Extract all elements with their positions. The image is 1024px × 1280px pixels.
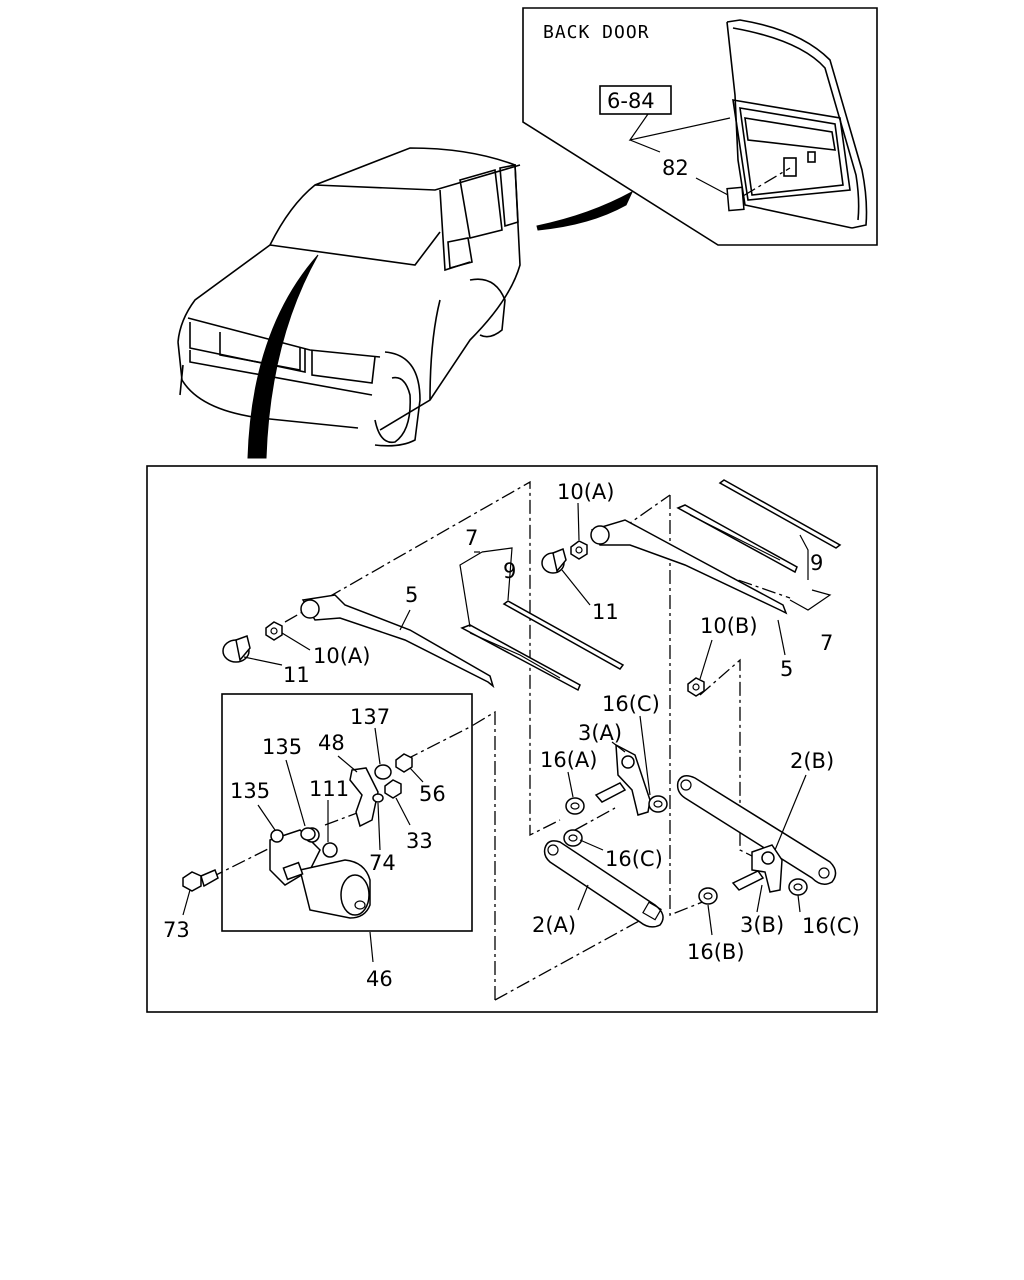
pointer-arrow-back-door [536, 190, 634, 231]
leader-lines [182, 502, 832, 963]
bushing-137 [374, 764, 392, 780]
callout-135-upper: 135 [262, 735, 302, 759]
washer-74 [372, 793, 384, 803]
label-plate [726, 186, 745, 212]
callout-5-left: 5 [405, 583, 418, 607]
nut-10a-right [570, 540, 588, 560]
pivot-3b [731, 844, 783, 893]
pivot-3a [594, 743, 651, 816]
callout-16c-top: 16(C) [602, 692, 660, 716]
wiper-arm-left [300, 594, 495, 689]
callout-73: 73 [163, 918, 190, 942]
callout-10a-top: 10(A) [557, 480, 614, 504]
wiper-assembly-box [146, 465, 878, 1013]
callout-9-right: 9 [810, 551, 823, 575]
callout-7-left: 7 [465, 526, 478, 550]
callout-10a-left: 10(A) [313, 644, 370, 668]
nut-33 [384, 779, 402, 799]
callout-111: 111 [309, 777, 349, 801]
crank-arm-48 [349, 767, 379, 828]
callout-16c-right: 16(C) [802, 914, 860, 938]
bolt-73 [182, 869, 219, 892]
callout-11-right: 11 [592, 600, 619, 624]
callout-33: 33 [406, 829, 433, 853]
callout-16a: 16(A) [540, 748, 597, 772]
back-door-inset: BACK DOOR 6-84 82 [522, 7, 878, 246]
cap-right [541, 547, 567, 574]
callout-11-left: 11 [283, 663, 310, 687]
callout-74: 74 [369, 851, 396, 875]
cap-left [222, 635, 251, 663]
washer-16c-mid [563, 829, 583, 847]
washer-16c-top [648, 795, 668, 813]
nut-10b [687, 677, 705, 697]
wiper-motor [269, 827, 371, 919]
callout-16b: 16(B) [687, 940, 745, 964]
callout-2a: 2(A) [532, 913, 576, 937]
wiper-blade-left [460, 624, 581, 692]
wiper-arm-right [590, 519, 788, 615]
callout-3b: 3(B) [740, 913, 784, 937]
callout-48: 48 [318, 731, 345, 755]
bushing-16a [565, 797, 585, 815]
callout-137: 137 [350, 705, 390, 729]
ref-label: 6-84 [607, 89, 655, 113]
back-door-title: BACK DOOR [543, 22, 650, 43]
callout-82: 82 [662, 156, 689, 180]
callout-9-left: 9 [503, 559, 516, 583]
bushing-16b [698, 887, 718, 905]
link-rod-2b [676, 775, 837, 885]
callout-56: 56 [419, 782, 446, 806]
callout-135-lower: 135 [230, 779, 270, 803]
vehicle-illustration [177, 147, 521, 447]
callout-7-right: 7 [820, 631, 833, 655]
nut-10a-left [265, 621, 283, 641]
callout-10b: 10(B) [700, 614, 758, 638]
callout-5-right: 5 [780, 657, 793, 681]
callout-46: 46 [366, 967, 393, 991]
blade-insert-right [718, 479, 842, 549]
callout-3a: 3(A) [578, 721, 622, 745]
callout-2b: 2(B) [790, 749, 834, 773]
ref-label-box [599, 85, 672, 115]
washer-16c-right [788, 878, 808, 896]
nut-56 [395, 753, 413, 773]
back-door-illustration [726, 19, 868, 229]
wiper-blade-right [676, 504, 798, 574]
blade-insert-left [502, 600, 625, 670]
callout-16c-mid: 16(C) [605, 847, 663, 871]
bushing-135 [300, 827, 316, 841]
motor-assembly-box [221, 693, 473, 932]
link-rod-2a [543, 840, 664, 928]
pointer-arrow-main [247, 254, 319, 459]
